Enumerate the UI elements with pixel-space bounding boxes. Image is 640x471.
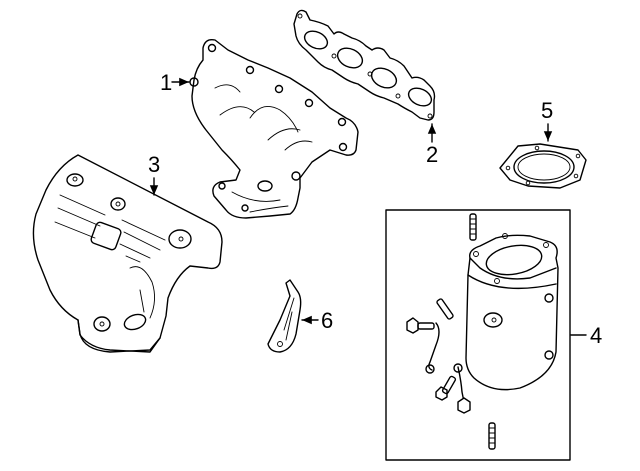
bolt-right [435,375,457,401]
converter-gasket[interactable] [499,143,587,189]
catalytic-converter-kit[interactable] [385,209,571,461]
svg-text:3: 3 [148,152,160,177]
kit-box [385,209,571,461]
support-bracket[interactable] [267,279,302,353]
stud-top [469,213,477,241]
callout-3: 3 [148,152,160,196]
exhaust-manifold[interactable] [189,38,359,219]
callout-4: 4 [570,323,602,348]
svg-text:1: 1 [160,70,172,95]
bolt-left [406,317,435,334]
callout-2: 2 [426,123,438,167]
bracket-left [428,322,440,371]
callout-1: 1 [160,70,190,95]
callout-6: 6 [301,308,333,333]
svg-text:6: 6 [321,308,333,333]
bracket-right [457,366,465,403]
stud-bottom [488,422,496,450]
stud-left [436,298,454,320]
heat-shield[interactable] [32,154,223,353]
callout-5: 5 [541,98,553,142]
svg-text:4: 4 [590,323,602,348]
svg-text:2: 2 [426,142,438,167]
manifold-gasket[interactable] [293,9,436,121]
svg-text:5: 5 [541,98,553,123]
